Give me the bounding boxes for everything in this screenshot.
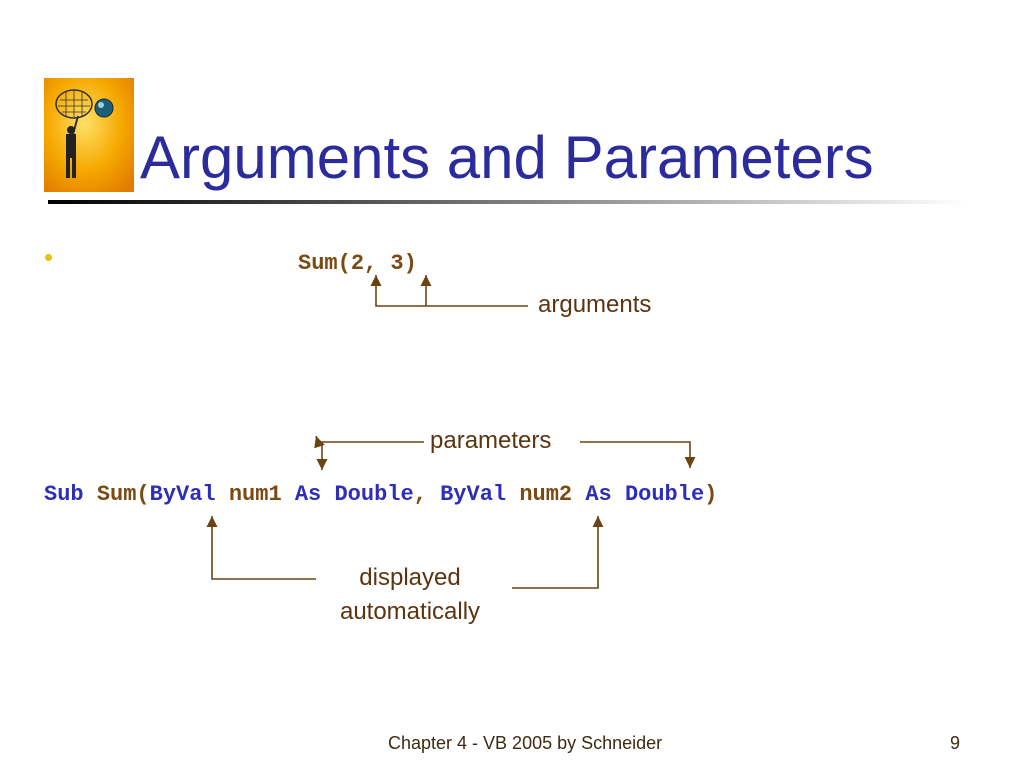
parameter-num1: num1	[228, 482, 282, 507]
bullet-point-icon: •	[44, 242, 54, 272]
keyword-as-2: As	[585, 482, 612, 507]
butterfly-net-logo-icon	[44, 78, 134, 192]
parameters-arrow-left-up	[314, 435, 424, 449]
displayed-label-line-2: automatically	[339, 598, 481, 625]
keyword-as-1: As	[294, 482, 322, 507]
displayed-arrow-right	[512, 516, 604, 589]
keyword-byval-1: ByVal	[149, 482, 216, 507]
keyword-byval-2: ByVal	[440, 482, 507, 507]
displayed-label-line-1: displayed	[359, 564, 461, 591]
page-number: 9	[950, 733, 961, 753]
parameter-num2: num2	[519, 482, 573, 507]
call-function-name: Sum(	[298, 251, 351, 276]
displayed-arrow-left	[206, 516, 316, 580]
displayed-automatically-label: displayed automatically	[310, 561, 510, 629]
keyword-sub: Sub	[44, 482, 84, 507]
signature-close-paren: )	[704, 482, 718, 507]
call-close-paren: )	[403, 251, 417, 276]
signature-function-name: Sum(	[96, 482, 150, 507]
parameters-arrow-right	[580, 441, 696, 468]
call-argument-2: 3	[390, 251, 404, 276]
parameters-label: parameters	[430, 427, 552, 454]
arguments-arrow-1	[370, 275, 528, 307]
type-double-1: Double	[334, 482, 414, 507]
signature-comma: ,	[413, 482, 427, 507]
call-separator: ,	[364, 251, 391, 276]
call-argument-1: 2	[350, 251, 365, 276]
arguments-label: arguments	[538, 291, 652, 318]
slide-title: Arguments and Parameters	[140, 124, 874, 191]
title-underline	[48, 200, 968, 204]
type-double-2: Double	[624, 482, 705, 507]
footer-chapter-text: Chapter 4 - VB 2005 by Schneider	[388, 733, 663, 753]
sub-signature-code: Sub Sum(ByVal num1 As Double, ByVal num2…	[44, 481, 717, 509]
function-call-code: Sum(2, 3)	[298, 250, 417, 278]
